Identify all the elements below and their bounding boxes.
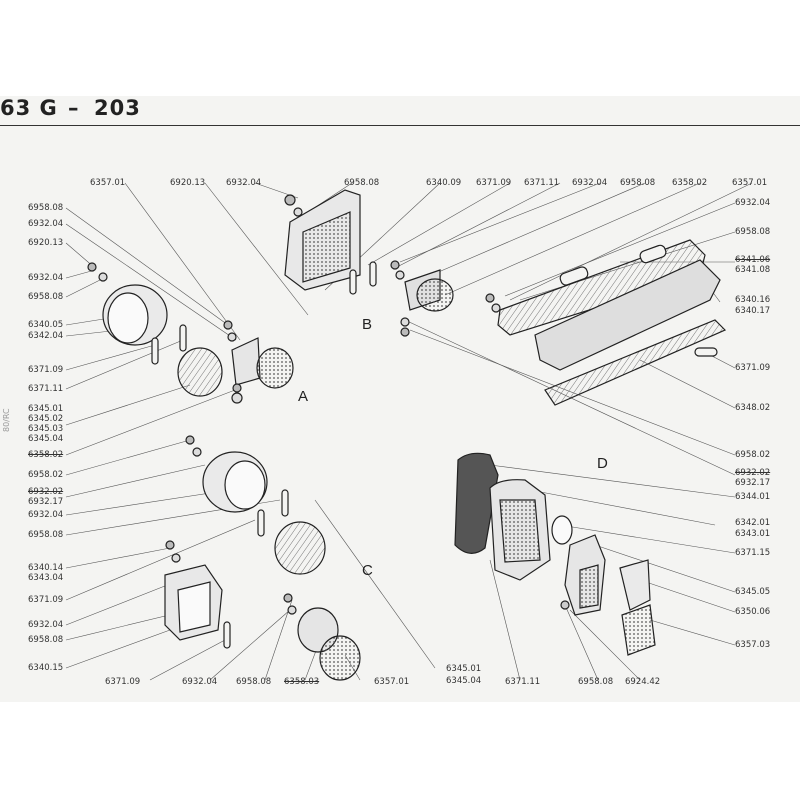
part-label: 6340.16 [735,295,771,305]
part-label: 6357.01 [732,178,768,188]
part-label: 6348.02 [735,403,771,413]
part-label: 6371.09 [28,595,64,605]
part-label: 6358.02 [672,178,708,188]
part-label: 6932.02 [735,468,771,478]
part-label: 6932.17 [735,478,771,488]
part-label: 6932.02 [28,487,64,497]
part-label: 6371.11 [505,677,541,687]
part-label: 6341.06 [735,255,771,265]
part-label: 6371.09 [28,365,64,375]
group-b-parts [284,189,454,337]
part-label: 6920.13 [28,238,64,248]
part-label: 6958.08 [344,178,380,188]
part-label: 6345.04 [446,676,482,686]
part-label: 6345.01 [446,664,482,674]
part-label: 6371.09 [476,178,512,188]
part-label: 6357.01 [374,677,410,687]
part-label: 6371.09 [105,677,141,687]
part-label: 6340.14 [28,563,64,573]
group-label-d: D [597,455,608,472]
part-label: 6371.09 [735,363,771,373]
part-label: 6345.04 [28,434,64,444]
part-label: 6932.17 [28,497,64,507]
part-label: 6958.08 [578,677,614,687]
part-label: 6341.08 [735,265,771,275]
part-label: 6958.08 [28,530,64,540]
part-label: 6340.15 [28,663,64,673]
part-label: 6924.42 [625,677,661,687]
part-label: 6932.04 [182,677,218,687]
part-label: 6340.09 [426,178,462,188]
part-label: 6371.11 [524,178,560,188]
part-label: 6340.05 [28,320,64,330]
part-label: 6932.04 [28,219,64,229]
part-label: 6345.01 [28,404,64,414]
header-dash: – [68,96,80,120]
group-d-parts [454,239,727,656]
group-label-c: C [362,562,373,579]
part-label: 6920.13 [170,178,206,188]
group-c-parts [164,435,361,681]
page-number: 203 [94,96,141,120]
header-rule [0,125,800,126]
group-label-a: A [298,388,309,405]
part-label: 6932.04 [226,178,262,188]
part-label: 6357.01 [90,178,126,188]
part-label: 6932.04 [735,198,771,208]
page-header: 63 G – 203 [0,96,800,126]
part-label: 6345.03 [28,424,64,434]
part-label: 6958.08 [28,203,64,213]
part-label: 6343.04 [28,573,64,583]
part-label: 6344.01 [735,492,771,502]
part-label: 6958.08 [735,227,771,237]
catalog-sheet [0,96,800,702]
part-label: 6371.15 [735,548,771,558]
part-label: 6342.01 [735,518,771,528]
part-label: 6932.04 [28,273,64,283]
part-label: 6932.04 [28,510,64,520]
group-label-b: B [362,316,373,333]
part-label: 6958.08 [28,635,64,645]
group-a-parts [87,262,294,404]
part-label: 6340.17 [735,306,771,316]
part-label: 6345.05 [735,587,771,597]
part-label: 6358.03 [284,677,320,687]
part-label: 6345.02 [28,414,64,424]
part-label: 6958.08 [236,677,272,687]
part-label: 6343.01 [735,529,771,539]
part-label: 6958.08 [28,292,64,302]
part-label: 6371.11 [28,384,64,394]
page-code: 63 G [0,96,58,120]
part-label: 6932.04 [572,178,608,188]
part-label: 6958.02 [735,450,771,460]
part-label: 6958.02 [28,470,64,480]
part-label: 6958.08 [620,178,656,188]
part-label: 6350.06 [735,607,771,617]
part-label: 6932.04 [28,620,64,630]
part-label: 6342.04 [28,331,64,341]
part-label: 6358.02 [28,450,64,460]
part-label: 6357.03 [735,640,771,650]
